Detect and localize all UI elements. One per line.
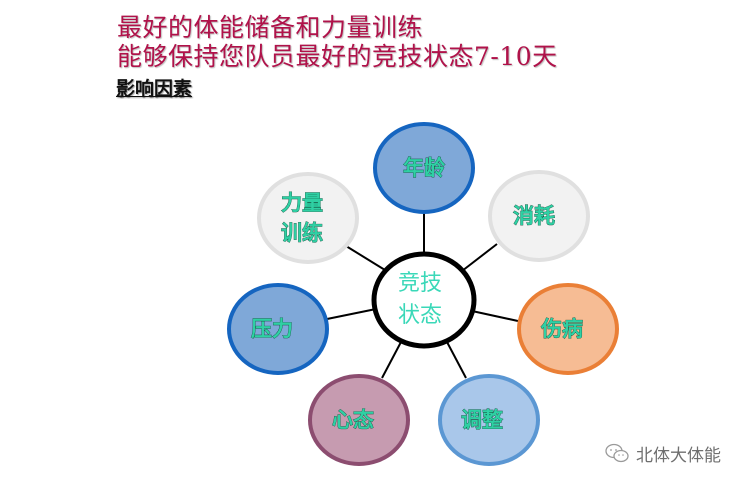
node-strength-training: 力量 训练 <box>257 172 359 264</box>
node-center-competitive-state: 竞技 状态 <box>371 251 477 349</box>
node-strength-training-label-2: 训练 <box>281 220 323 245</box>
subtitle-influencing-factors: 影响因素 <box>116 78 193 100</box>
title-line-2: 能够保持您队员最好的竞技状态7-10天 <box>117 42 558 71</box>
watermark: 北体大体能 <box>604 440 721 466</box>
node-age: 年龄 <box>373 122 475 214</box>
wechat-icon <box>605 443 629 463</box>
title-line-1: 最好的体能储备和力量训练 <box>117 13 424 42</box>
node-mentality-label: 心态 <box>332 407 374 432</box>
node-strength-training-label-1: 力量 <box>281 190 323 215</box>
node-pressure-label: 压力 <box>251 316 293 341</box>
connector-lines <box>326 212 519 379</box>
node-adjustment: 调整 <box>438 374 540 466</box>
node-injury-label: 伤病 <box>540 316 583 341</box>
node-consumption-label: 消耗 <box>513 203 555 228</box>
node-age-label: 年龄 <box>403 155 446 180</box>
node-mentality: 心态 <box>308 374 410 466</box>
center-label-1: 竞技 <box>398 271 442 296</box>
node-pressure: 压力 <box>227 283 329 375</box>
watermark-text: 北体大体能 <box>636 445 721 466</box>
center-label-2: 状态 <box>398 303 442 328</box>
node-consumption: 消耗 <box>488 170 590 262</box>
node-injury: 伤病 <box>517 283 619 375</box>
node-adjustment-label: 调整 <box>461 407 503 432</box>
